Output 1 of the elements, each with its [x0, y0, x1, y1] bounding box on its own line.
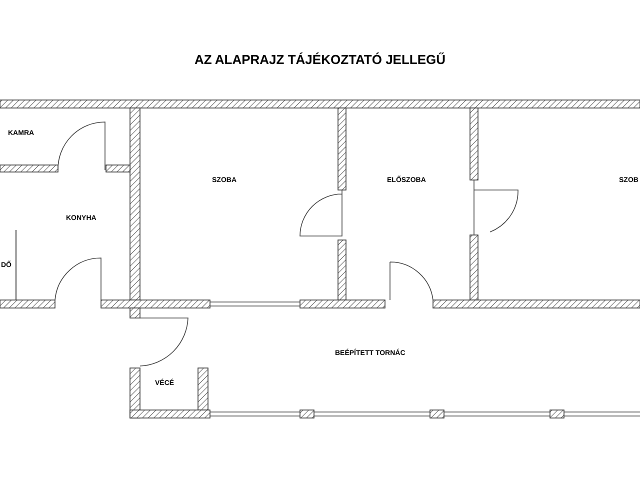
plan-title: AZ ALAPRAJZ TÁJÉKOZTATÓ JELLEGŰ: [193, 52, 447, 67]
